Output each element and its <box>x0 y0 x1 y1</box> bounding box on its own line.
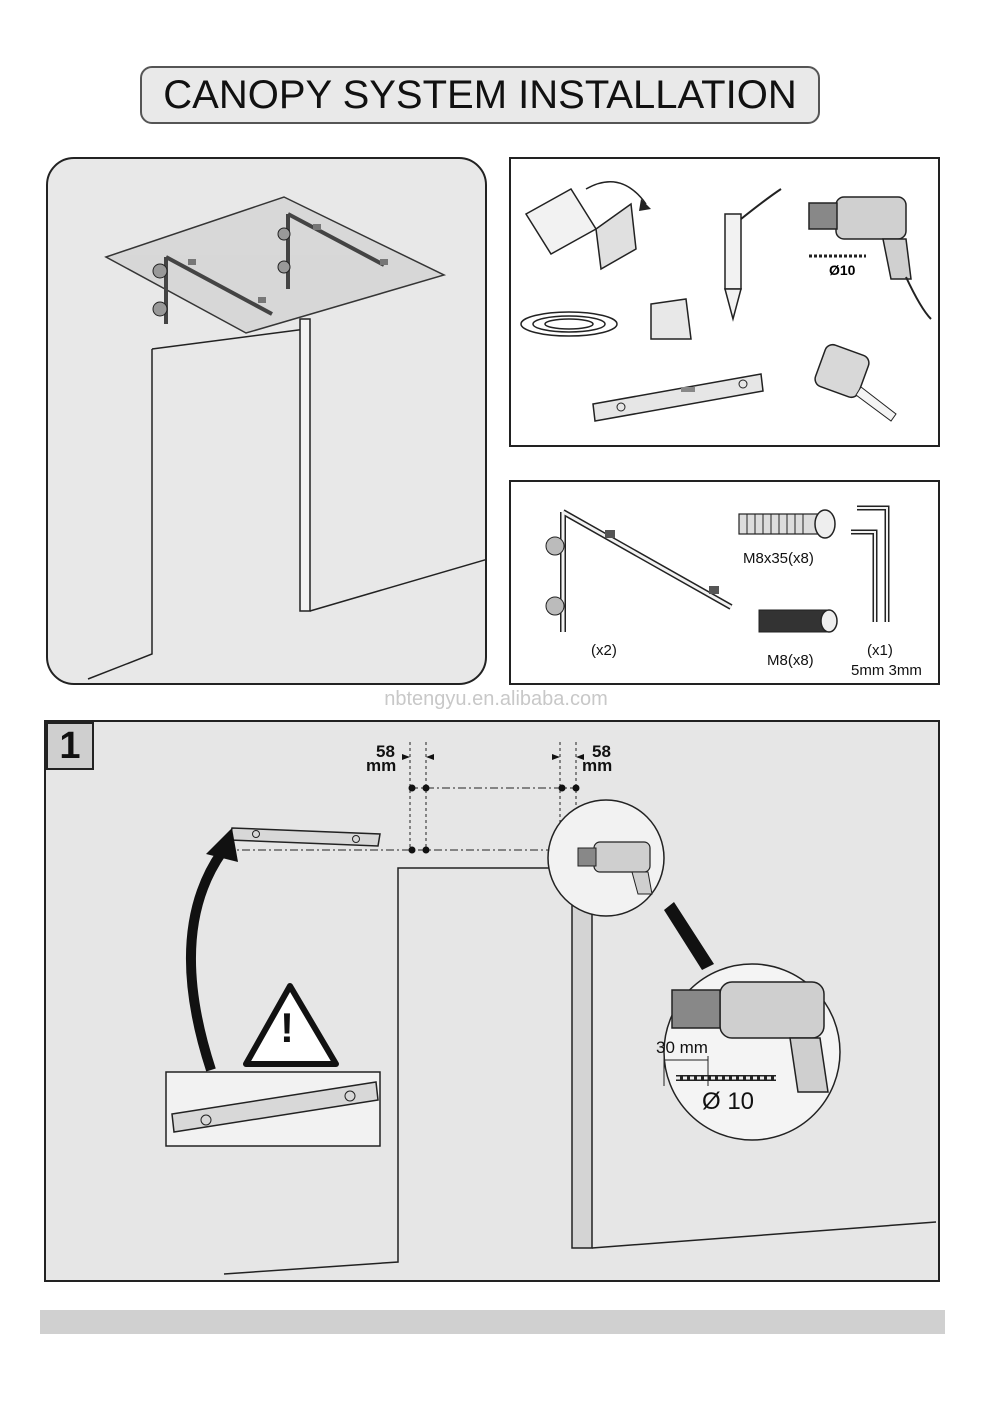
barrel-nut-icon <box>758 609 838 633</box>
warning-triangle-icon <box>243 983 339 1067</box>
drill-detail-icon <box>663 981 829 1093</box>
right-spacing-value: 58 <box>592 742 611 761</box>
left-spacing-value: 58 <box>376 742 395 761</box>
toolbox-icon <box>524 181 651 271</box>
drill-bit-label: Ø10 <box>829 262 856 278</box>
tape-measure-icon <box>814 343 897 422</box>
step-number: 1 <box>46 722 94 770</box>
hex-key-sizes: 5mm 3mm <box>851 662 922 679</box>
drill-diameter-label: Ø 10 <box>702 1088 755 1115</box>
canopy-overview-panel <box>46 157 487 685</box>
canopy-bracket-icon <box>545 509 733 632</box>
drill-depth-label: 30 mm <box>656 1038 708 1057</box>
drill-on-wall-icon <box>577 841 653 895</box>
level-on-wall-icon <box>229 827 381 847</box>
hex-key-icon <box>851 505 890 622</box>
bolt-icon <box>738 509 836 539</box>
canopy-illustration <box>87 196 485 680</box>
included-parts-panel: (x2) M8x35(x8) M8(x8) (x1) 5mm 3mm <box>509 480 940 685</box>
level-detail-icon <box>171 1081 379 1133</box>
bolt-label: M8x35(x8) <box>743 550 814 567</box>
spirit-level-icon <box>592 373 764 422</box>
bracket-quantity: (x2) <box>591 642 617 659</box>
nut-label: M8(x8) <box>767 652 814 669</box>
page-title: CANOPY SYSTEM INSTALLATION <box>163 72 797 117</box>
required-tools-panel: Ø10 <box>509 157 940 447</box>
step-1-panel: 58 mm 58 mm ! 30 mm Ø 10 <box>44 720 940 1282</box>
drill-icon <box>808 196 932 320</box>
title-banner: CANOPY SYSTEM INSTALLATION <box>140 66 820 124</box>
warning-symbol: ! <box>280 1004 294 1051</box>
hex-key-quantity: (x1) <box>867 642 893 659</box>
left-spacing-unit: mm <box>366 756 397 775</box>
watermark: nbtengyu.en.alibaba.com <box>384 688 608 710</box>
footer-bar <box>40 1310 945 1334</box>
pencil-icon <box>724 188 782 322</box>
right-spacing-unit: mm <box>582 756 613 775</box>
sealant-roll-icon <box>520 298 692 340</box>
